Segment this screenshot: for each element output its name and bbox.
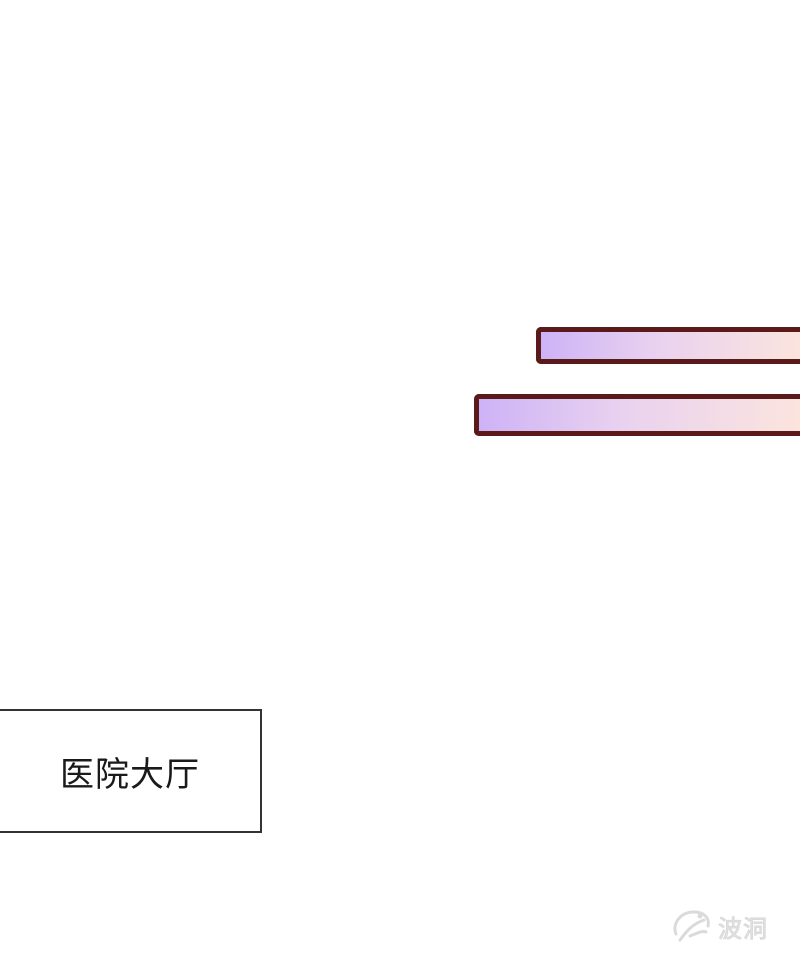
speed-line-bar-bottom [474,394,800,436]
watermark-text: 波洞 [718,914,768,943]
location-caption-box: 医院大厅 [0,709,262,833]
watermark: 波洞 [670,906,768,946]
bodong-logo-icon [673,910,710,942]
location-caption-text: 医院大厅 [60,754,200,795]
speed-line-bar-top [536,327,800,364]
